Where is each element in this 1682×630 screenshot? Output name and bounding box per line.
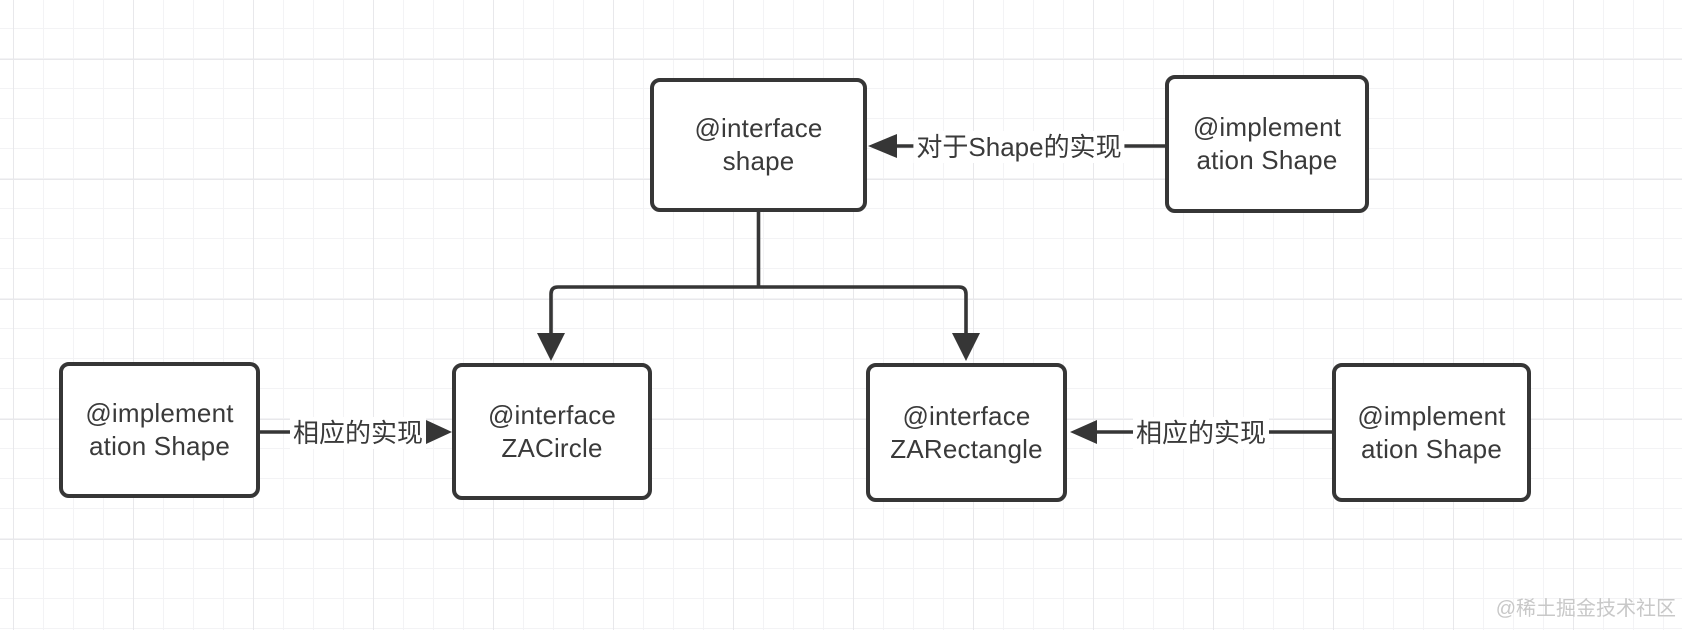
juejin-watermark: @稀土掘金技术社区 bbox=[1495, 598, 1676, 620]
edge-label-shape-implementation: 对于Shape的实现 bbox=[913, 131, 1125, 163]
edge-impl-to-zarect-arrowhead-icon bbox=[1070, 420, 1097, 444]
node-interface-zarectangle: @interface ZARectangle bbox=[866, 363, 1067, 502]
node-interface-zacircle-line2: ZACircle bbox=[501, 432, 603, 463]
node-implementation-shape-right-line1: @implement bbox=[1357, 400, 1506, 431]
node-implementation-shape-left-line1: @implement bbox=[85, 398, 234, 428]
node-interface-shape-line2: shape bbox=[722, 146, 795, 176]
node-interface-zarectangle-line1: @interface bbox=[902, 400, 1031, 431]
node-interface-zacircle: @interface ZACircle bbox=[452, 363, 652, 500]
node-implementation-shape-left-line2: ation Shape bbox=[89, 431, 230, 461]
node-interface-zarectangle-line2: ZARectangle bbox=[890, 433, 1043, 464]
edge-shape-to-zacircle bbox=[549, 285, 759, 337]
node-implementation-shape-left: @implement ation Shape bbox=[59, 362, 260, 498]
node-implementation-shape-top: @implement ation Shape bbox=[1165, 75, 1369, 213]
node-implementation-shape-right: @implement ation Shape bbox=[1332, 363, 1531, 502]
node-implementation-shape-top-line1: @implement bbox=[1192, 112, 1342, 142]
edge-label-zarectangle-implementation: 相应的实现 bbox=[1132, 417, 1270, 449]
edge-label-zacircle-implementation: 相应的实现 bbox=[289, 417, 427, 449]
node-interface-shape: @interface shape bbox=[650, 78, 867, 212]
node-implementation-shape-right-line2: ation Shape bbox=[1361, 433, 1502, 464]
node-implementation-shape-top-line2: ation Shape bbox=[1196, 145, 1338, 175]
edge-impl-to-zacircle-arrowhead-icon bbox=[426, 420, 452, 444]
edge-shape-to-zarect-arrowhead-icon bbox=[952, 333, 980, 361]
edge-impl-to-shape-arrowhead-icon bbox=[868, 134, 897, 158]
edge-shape-to-zacircle-arrowhead-icon bbox=[537, 333, 565, 361]
edge-shape-to-zarect bbox=[758, 285, 968, 337]
node-interface-shape-line1: @interface bbox=[694, 113, 823, 143]
node-interface-zacircle-line1: @interface bbox=[487, 399, 617, 430]
